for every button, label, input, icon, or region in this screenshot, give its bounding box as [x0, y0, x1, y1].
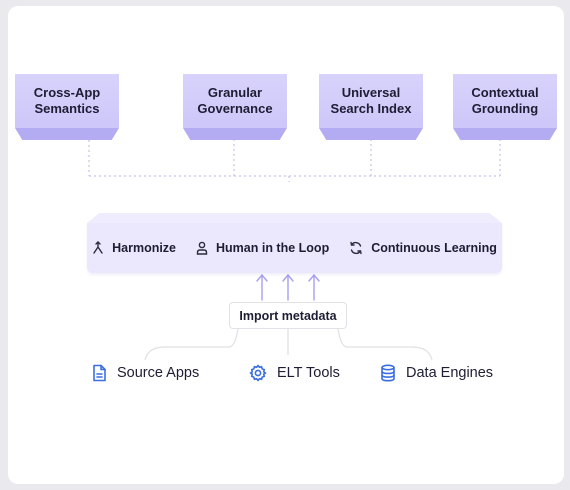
- source-label: Source Apps: [117, 365, 200, 381]
- hub-item-harmonize: Harmonize: [92, 241, 176, 255]
- block-granular-governance: Granular Governance: [183, 74, 287, 140]
- block-title-line2: Grounding: [471, 101, 539, 116]
- document-icon: [91, 364, 107, 382]
- source-label: Data Engines: [406, 365, 494, 381]
- refresh-icon: [349, 241, 363, 255]
- arrow-up-2: [282, 274, 294, 301]
- block-title-line1: Cross-App: [33, 85, 101, 100]
- feeder-data-engines: [347, 346, 433, 361]
- source-data-engines: Data Engines: [380, 364, 493, 382]
- block-title-line2: Search Index: [330, 101, 412, 116]
- hub-item-label: Harmonize: [112, 241, 177, 255]
- source-label: ELT Tools: [277, 365, 340, 381]
- block-title-line1: Universal: [341, 85, 401, 100]
- processing-hub: Harmonize Human in the Loop: [87, 213, 502, 273]
- hub-item-label: Human in the Loop: [216, 241, 330, 255]
- database-icon: [380, 364, 396, 382]
- block-universal-search-index: Universal Search Index: [319, 74, 423, 140]
- block-contextual-grounding: Contextual Grounding: [453, 74, 557, 140]
- feeder-source-apps: [144, 346, 229, 361]
- hub-item-continuous-learning: Continuous Learning: [349, 241, 497, 255]
- source-elt-tools: ELT Tools: [249, 364, 340, 382]
- arrow-up-1: [256, 274, 268, 301]
- block-title-line1: Contextual: [471, 85, 539, 100]
- arrow-up-3: [308, 274, 320, 301]
- block-title-line1: Granular: [207, 85, 263, 100]
- harmonize-icon: [92, 241, 104, 255]
- block-title-line2: Semantics: [34, 101, 100, 116]
- person-icon: [196, 241, 208, 255]
- block-title-line2: Governance: [197, 101, 273, 116]
- gear-icon: [249, 364, 267, 382]
- hub-item-label: Continuous Learning: [371, 241, 497, 255]
- source-apps: Source Apps: [91, 364, 199, 382]
- import-metadata-label: Import metadata: [229, 302, 347, 329]
- hub-item-human-in-the-loop: Human in the Loop: [196, 241, 329, 255]
- block-cross-app-semantics: Cross-App Semantics: [15, 74, 119, 140]
